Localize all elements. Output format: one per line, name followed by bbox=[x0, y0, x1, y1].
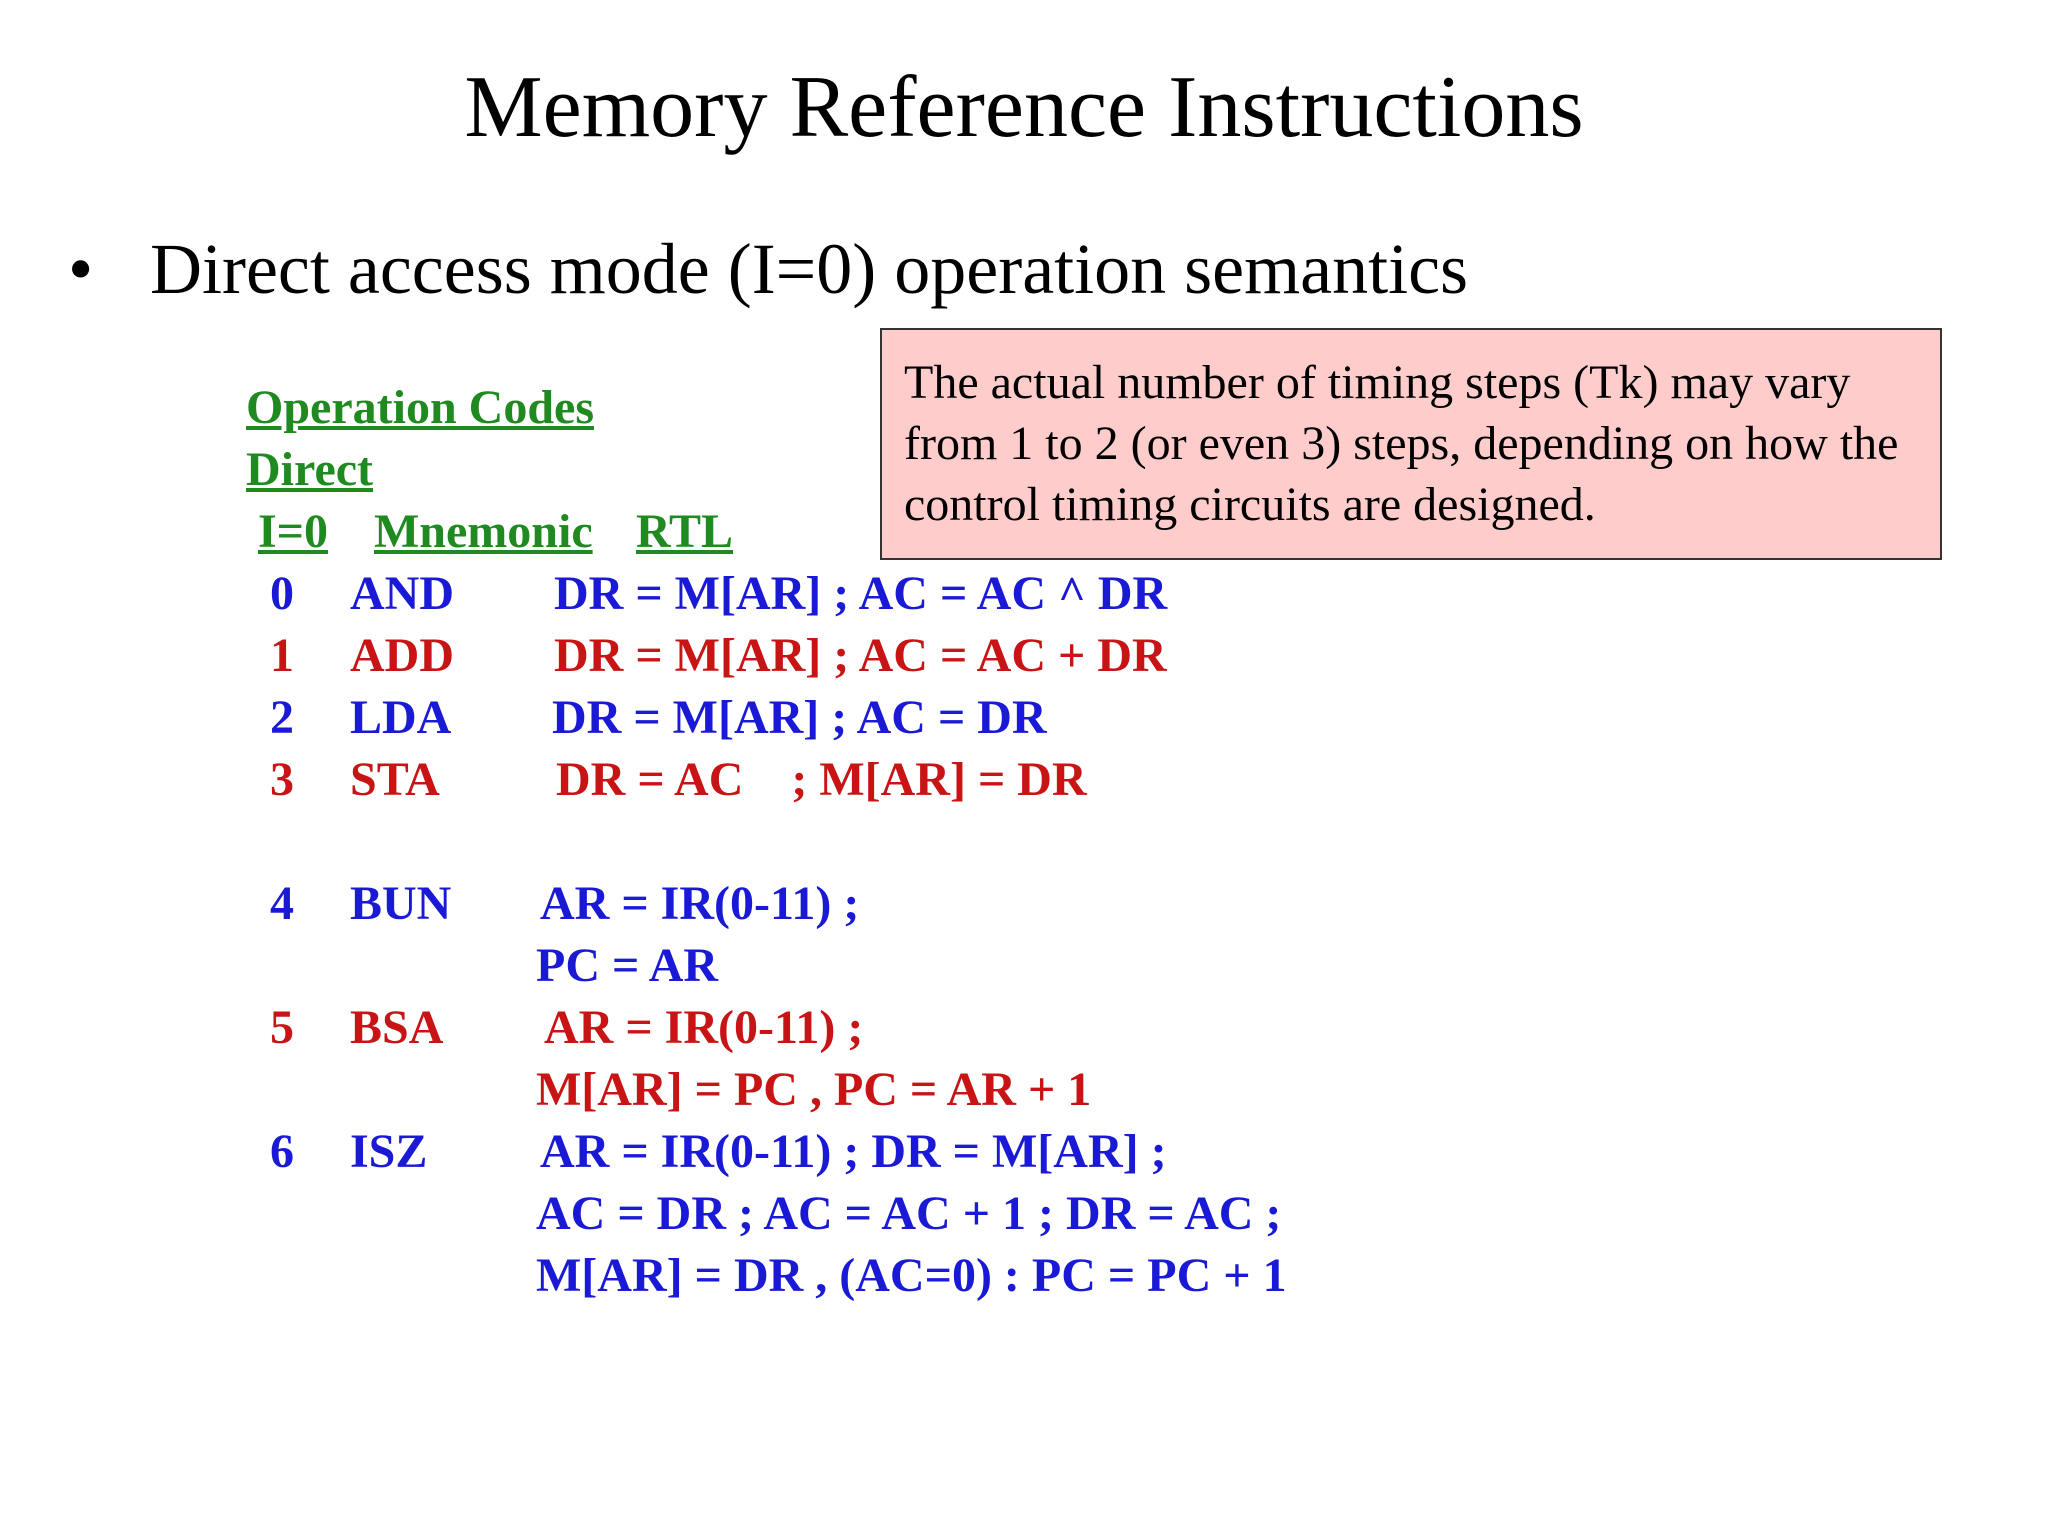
opcode-value: 2 bbox=[270, 691, 294, 744]
timing-note-text: The actual number of timing steps (Tk) m… bbox=[904, 356, 1899, 531]
header-operation-codes: Operation Codes bbox=[246, 381, 594, 434]
mnemonic-value: AND bbox=[350, 567, 454, 620]
column-header-rtl: RTL bbox=[636, 505, 734, 558]
opcode-value: 3 bbox=[270, 753, 294, 806]
rtl-line: DR = AC ; M[AR] = DR bbox=[556, 753, 1087, 806]
timing-note-box: The actual number of timing steps (Tk) m… bbox=[880, 328, 1942, 560]
opcode-value: 4 bbox=[270, 877, 294, 930]
rtl-line: PC = AR bbox=[536, 939, 719, 992]
rtl-line: AR = IR(0-11) ; DR = M[AR] ; bbox=[540, 1125, 1167, 1178]
bullet-text: Direct access mode (I=0) operation seman… bbox=[150, 229, 1469, 309]
mnemonic-value: ISZ bbox=[350, 1125, 428, 1178]
rtl-line: DR = M[AR] ; AC = AC ^ DR bbox=[554, 567, 1168, 620]
mnemonic-value: BUN bbox=[350, 877, 452, 930]
opcode-value: 6 bbox=[270, 1125, 294, 1178]
mnemonic-value: BSA bbox=[350, 1001, 444, 1054]
opcode-value: 5 bbox=[270, 1001, 294, 1054]
slide-title: Memory Reference Instructions bbox=[464, 59, 1584, 156]
rtl-line: AR = IR(0-11) ; bbox=[544, 1001, 864, 1054]
rtl-line: DR = M[AR] ; AC = AC + DR bbox=[554, 629, 1167, 682]
column-header-code: I=0 bbox=[258, 505, 329, 558]
rtl-line: M[AR] = PC , PC = AR + 1 bbox=[536, 1063, 1092, 1116]
mnemonic-value: STA bbox=[350, 753, 440, 806]
mnemonic-value: ADD bbox=[350, 629, 454, 682]
rtl-line: M[AR] = DR , (AC=0) : PC = PC + 1 bbox=[536, 1249, 1287, 1302]
opcode-value: 0 bbox=[270, 567, 294, 620]
column-header-mnemonic: Mnemonic bbox=[374, 505, 593, 558]
opcode-value: 1 bbox=[270, 629, 294, 682]
rtl-line: DR = M[AR] ; AC = DR bbox=[552, 691, 1047, 744]
rtl-line: AR = IR(0-11) ; bbox=[540, 877, 860, 930]
header-direct: Direct bbox=[246, 443, 374, 496]
bullet-dot-icon: • bbox=[68, 229, 94, 309]
rtl-line: AC = DR ; AC = AC + 1 ; DR = AC ; bbox=[536, 1187, 1282, 1240]
mnemonic-value: LDA bbox=[350, 691, 452, 744]
